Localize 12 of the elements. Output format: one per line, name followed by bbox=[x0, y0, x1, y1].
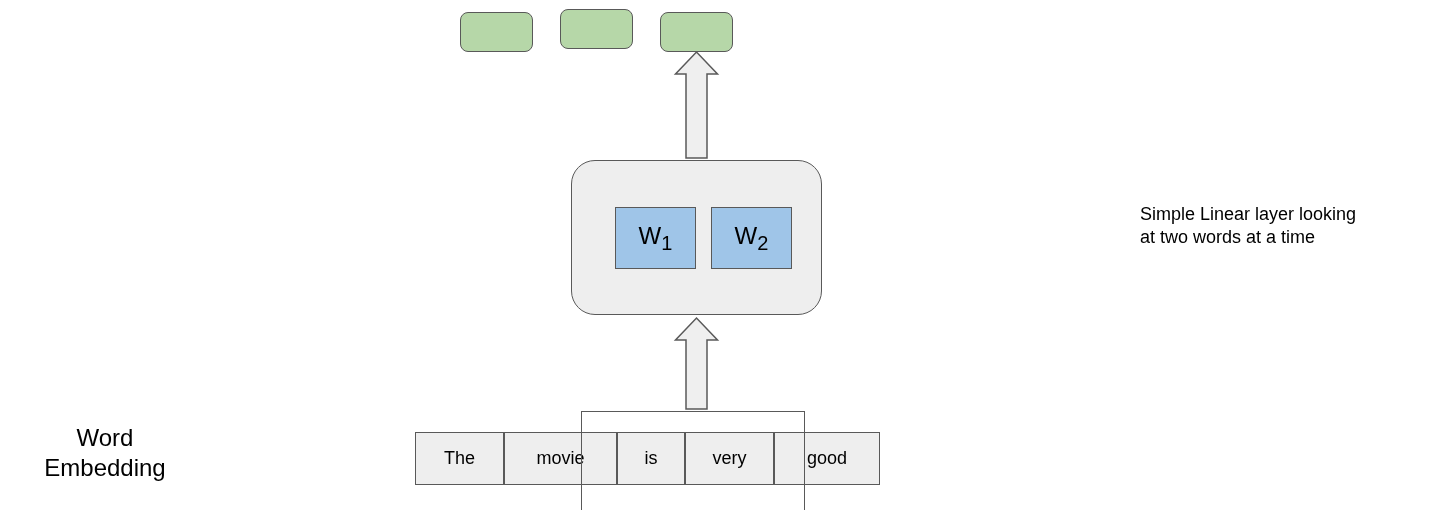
output-box bbox=[660, 12, 733, 52]
word-cell: The bbox=[415, 432, 504, 485]
block-arrow bbox=[673, 50, 720, 159]
annotation-text: Simple Linear layer looking at two words at a time bbox=[1140, 203, 1358, 249]
layer-panel bbox=[571, 160, 822, 315]
side-label: Word Embedding bbox=[43, 423, 167, 483]
output-box bbox=[460, 12, 533, 52]
weight-box: W$_{2}$ bbox=[711, 207, 792, 269]
block-arrow bbox=[673, 316, 720, 410]
output-box bbox=[560, 9, 633, 49]
word-cell: good bbox=[774, 432, 880, 485]
weight-box: W$_{1}$ bbox=[615, 207, 696, 269]
